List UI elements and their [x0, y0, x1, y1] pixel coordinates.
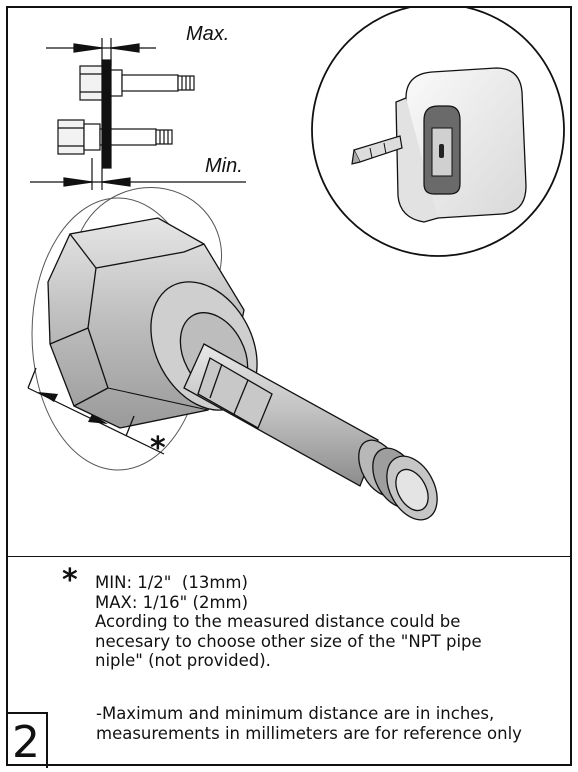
footnote-line-1: -Maximum and minimum distance are in inc… [96, 704, 495, 723]
units-footnote: -Maximum and minimum distance are in inc… [96, 704, 566, 743]
min-label: Min. [205, 155, 243, 177]
instruction-sheet: Max. Min. [6, 6, 572, 768]
fitting-drawing [27, 187, 438, 521]
max-label: Max. [186, 23, 229, 45]
section-divider [8, 556, 570, 557]
fitting-illustration: Max. Min. [27, 8, 565, 521]
tape-measure-detail [311, 8, 565, 257]
asterisk-marker: * [62, 563, 78, 598]
note-line-3: niple" (not provided). [95, 651, 271, 670]
step-number: 2 [12, 717, 40, 768]
measurement-notes: MIN: 1/2" (13mm) MAX: 1/16" (2mm) Acordi… [95, 573, 570, 671]
step-number-box: 2 [6, 712, 48, 768]
max-min-diagram [30, 38, 246, 190]
footnote-line-2: measurements in millimeters are for refe… [96, 723, 522, 743]
note-line-1: Acording to the measured distance could … [95, 612, 461, 631]
min-line: MIN: 1/2" (13mm) [95, 573, 248, 592]
measure-asterisk: * [150, 431, 166, 466]
max-line: MAX: 1/16" (2mm) [95, 592, 249, 612]
note-line-2: necesary to choose other size of the "NP… [95, 631, 482, 651]
